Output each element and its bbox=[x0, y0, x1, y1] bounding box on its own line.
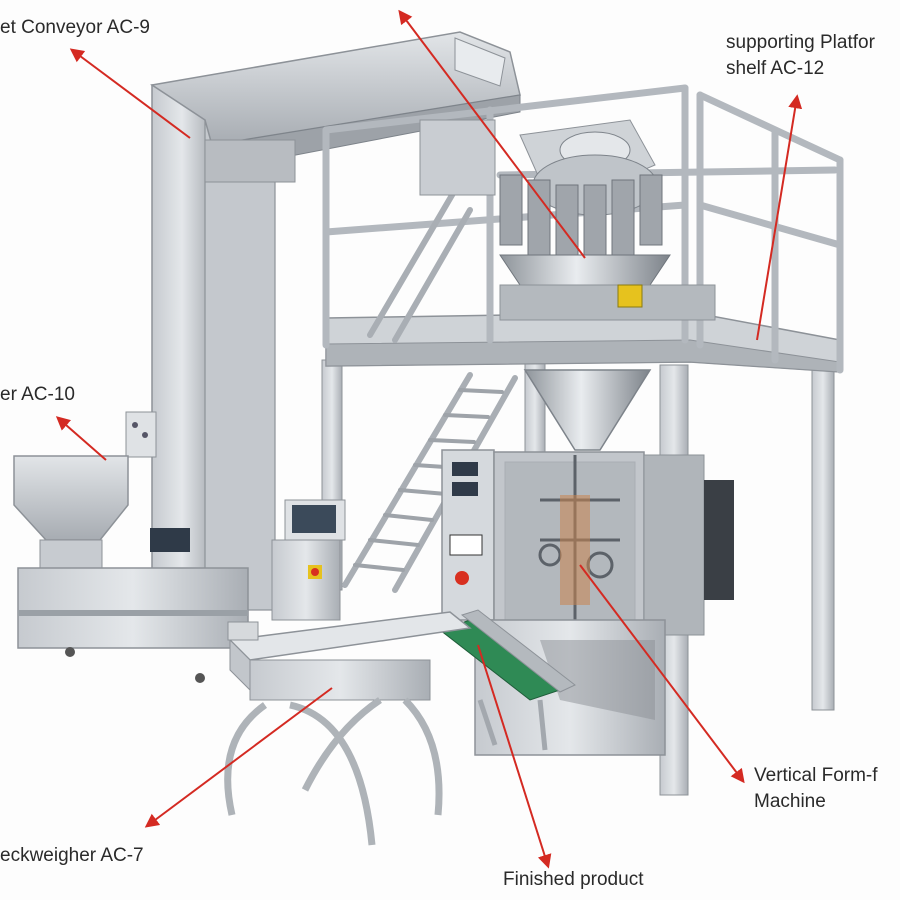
label-platform-line2: shelf AC-12 bbox=[726, 57, 825, 79]
label-checkweigher-text: eckweigher AC-7 bbox=[0, 845, 144, 866]
arrow-weigher bbox=[398, 9, 586, 259]
vffs-machine bbox=[441, 449, 734, 756]
collecting-funnel bbox=[523, 369, 652, 451]
control-panel bbox=[271, 499, 346, 621]
checkweigher bbox=[224, 611, 472, 846]
label-feeder: er AC-10 bbox=[0, 382, 75, 408]
label-checkweigher: eckweigher AC-7 bbox=[0, 843, 144, 869]
feeder-hopper bbox=[13, 455, 249, 683]
arrow-platform bbox=[756, 94, 803, 341]
arrow-bucket-conveyor bbox=[69, 48, 191, 139]
multihead-weigher bbox=[419, 119, 716, 321]
label-finished-conveyor: Finished product bbox=[503, 867, 643, 893]
arrow-finished-conveyor bbox=[477, 644, 552, 869]
label-bucket-conveyor-text: et Conveyor AC-9 bbox=[0, 17, 150, 38]
label-vffs: Vertical Form-f Machine bbox=[754, 763, 878, 814]
label-feeder-text: er AC-10 bbox=[0, 384, 75, 405]
label-vffs-line2: Machine bbox=[754, 790, 826, 812]
arrow-checkweigher bbox=[144, 687, 333, 828]
finished-product-conveyor bbox=[438, 609, 576, 751]
label-finished-line1: Finished product bbox=[503, 869, 644, 890]
label-platform-line1: supporting Platfor bbox=[726, 32, 875, 53]
arrow-vffs bbox=[579, 564, 745, 784]
label-vffs-line1: Vertical Form-f bbox=[754, 765, 878, 786]
arrow-feeder bbox=[55, 416, 107, 461]
label-platform: supporting Platfor shelf AC-12 bbox=[726, 30, 875, 81]
label-bucket-conveyor: et Conveyor AC-9 bbox=[0, 15, 150, 41]
callout-arrows bbox=[55, 9, 803, 869]
